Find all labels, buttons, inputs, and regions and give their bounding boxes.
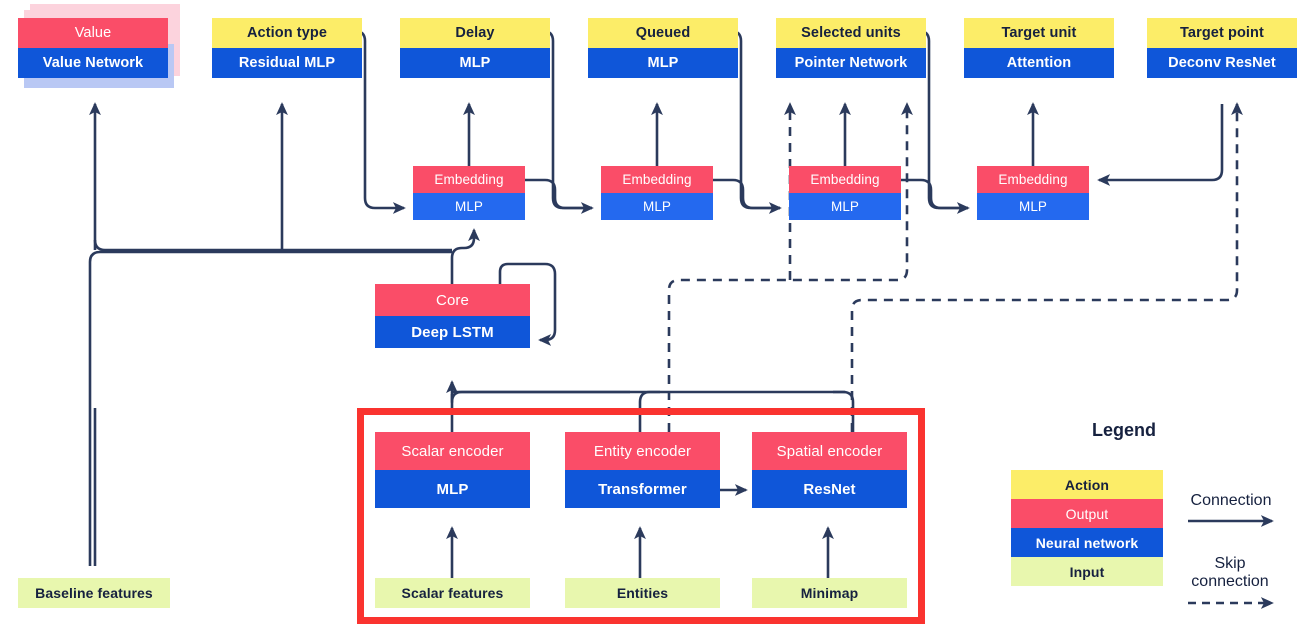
node-embedding-selected-units-title: Embedding (789, 166, 901, 193)
node-embedding-target-unit-network: MLP (977, 193, 1089, 220)
node-action-type-network: Residual MLP (212, 48, 362, 78)
node-delay-network: MLP (400, 48, 550, 78)
node-embedding-delay-network: MLP (413, 193, 525, 220)
node-target-point-network: Deconv ResNet (1147, 48, 1297, 78)
node-core[interactable]: Core Deep LSTM (375, 284, 530, 348)
legend-swatch-input: Input (1011, 557, 1163, 586)
node-queued-title: Queued (588, 18, 738, 48)
node-minimap[interactable]: Minimap (752, 578, 907, 608)
node-value-title: Value (18, 18, 168, 48)
node-scalar-encoder-network: MLP (375, 470, 530, 508)
node-entity-encoder-title: Entity encoder (565, 432, 720, 470)
node-embedding-target-unit-title: Embedding (977, 166, 1089, 193)
node-target-unit-network: Attention (964, 48, 1114, 78)
node-embedding-delay[interactable]: Embedding MLP (413, 166, 525, 220)
node-selected-units-title: Selected units (776, 18, 926, 48)
node-core-title: Core (375, 284, 530, 316)
node-target-unit-title: Target unit (964, 18, 1114, 48)
node-embedding-delay-title: Embedding (413, 166, 525, 193)
legend-skip-connection-label: Skip connection (1182, 555, 1278, 592)
node-entity-encoder[interactable]: Entity encoder Transformer (565, 432, 720, 508)
node-value[interactable]: Value Value Network (18, 18, 168, 78)
node-delay-title: Delay (400, 18, 550, 48)
node-baseline-features-label: Baseline features (18, 578, 170, 608)
node-entity-encoder-network: Transformer (565, 470, 720, 508)
legend-skip-connection-line1: Skip (1214, 555, 1246, 572)
node-embedding-queued-title: Embedding (601, 166, 713, 193)
node-queued-network: MLP (588, 48, 738, 78)
node-spatial-encoder[interactable]: Spatial encoder ResNet (752, 432, 907, 508)
node-entities[interactable]: Entities (565, 578, 720, 608)
node-spatial-encoder-network: ResNet (752, 470, 907, 508)
node-action-type-title: Action type (212, 18, 362, 48)
node-spatial-encoder-title: Spatial encoder (752, 432, 907, 470)
legend-connection-label: Connection (1190, 492, 1272, 509)
node-action-type[interactable]: Action type Residual MLP (212, 18, 362, 78)
legend-swatch-neural-network: Neural network (1011, 528, 1163, 557)
node-embedding-queued[interactable]: Embedding MLP (601, 166, 713, 220)
node-scalar-encoder[interactable]: Scalar encoder MLP (375, 432, 530, 508)
legend-skip-connection-line2: connection (1191, 573, 1269, 591)
encoder-highlight-box (357, 408, 925, 624)
node-scalar-features[interactable]: Scalar features (375, 578, 530, 608)
node-value-network: Value Network (18, 48, 168, 78)
node-scalar-features-label: Scalar features (375, 578, 530, 608)
legend-swatch-output: Output (1011, 499, 1163, 528)
node-entities-label: Entities (565, 578, 720, 608)
node-embedding-queued-network: MLP (601, 193, 713, 220)
node-baseline-features[interactable]: Baseline features (18, 578, 170, 608)
node-core-network: Deep LSTM (375, 316, 530, 348)
legend-title: Legend (1092, 420, 1157, 440)
node-embedding-selected-units-network: MLP (789, 193, 901, 220)
node-embedding-target-unit[interactable]: Embedding MLP (977, 166, 1089, 220)
node-embedding-selected-units[interactable]: Embedding MLP (789, 166, 901, 220)
node-selected-units[interactable]: Selected units Pointer Network (776, 18, 926, 78)
node-target-unit[interactable]: Target unit Attention (964, 18, 1114, 78)
node-minimap-label: Minimap (752, 578, 907, 608)
legend-swatch-stack: Action Output Neural network Input (1011, 470, 1163, 586)
node-target-point[interactable]: Target point Deconv ResNet (1147, 18, 1297, 78)
node-delay[interactable]: Delay MLP (400, 18, 550, 78)
node-queued[interactable]: Queued MLP (588, 18, 738, 78)
node-scalar-encoder-title: Scalar encoder (375, 432, 530, 470)
node-selected-units-network: Pointer Network (776, 48, 926, 78)
legend-swatch-action: Action (1011, 470, 1163, 499)
node-target-point-title: Target point (1147, 18, 1297, 48)
